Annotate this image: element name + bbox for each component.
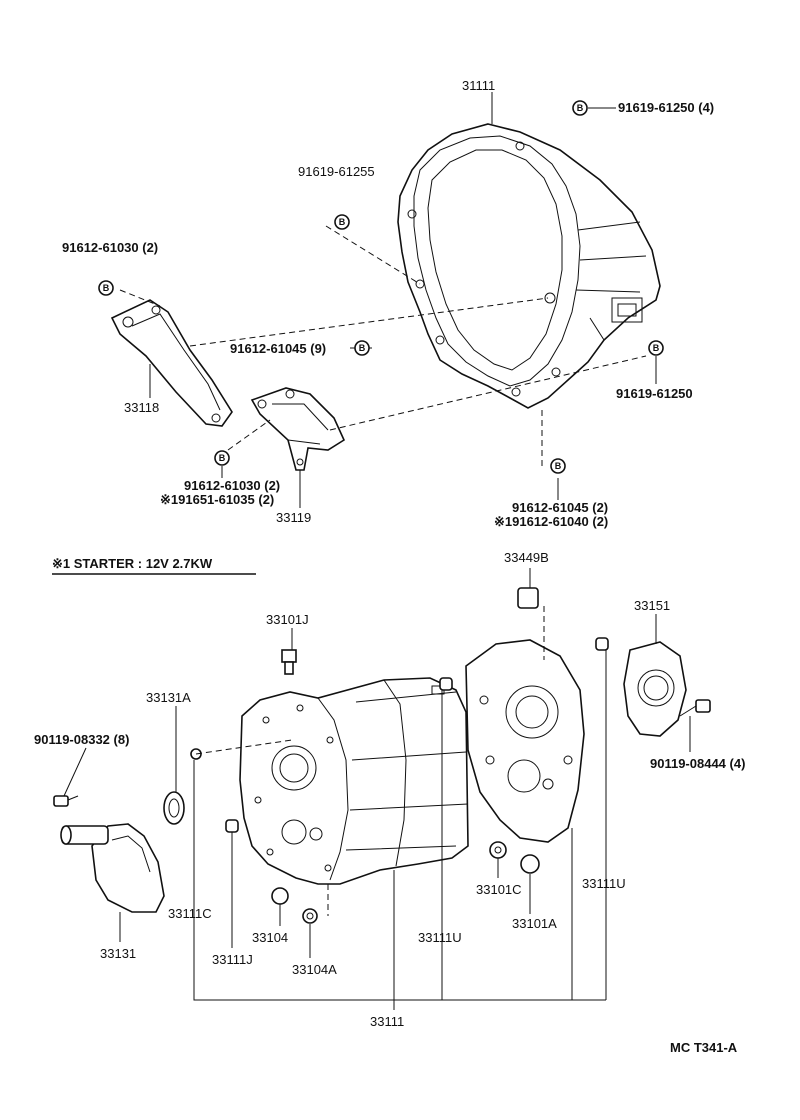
- b-circle-icon: B: [550, 458, 566, 474]
- svg-text:B: B: [219, 453, 226, 463]
- dashed-guide: [325, 225, 421, 285]
- label-33101j: 33101J: [266, 612, 309, 627]
- label-33119: 33119: [276, 510, 311, 525]
- label-31111: 31111: [462, 78, 495, 93]
- dashed-guide: [195, 739, 293, 755]
- bracket-33118: [110, 299, 233, 427]
- bolt-90119-08332: [53, 795, 79, 807]
- b-circle-icon: B: [214, 450, 230, 466]
- bracket-33119: [250, 387, 346, 471]
- svg-text:B: B: [339, 217, 346, 227]
- dashed-guide: [119, 289, 161, 307]
- label-bolt-right: 91619-61250: [616, 386, 693, 401]
- plug-33101j: [281, 649, 297, 675]
- b-circle-icon: B: [98, 280, 114, 296]
- label-bolt-bottom-1: 91612-61045 (2): [512, 500, 608, 515]
- plug-33101a: [520, 854, 540, 874]
- clip-33449b: [517, 587, 539, 609]
- extension-housing-33131: [60, 823, 165, 913]
- label-90119-08332: 90119-08332 (8): [34, 732, 129, 747]
- dashed-guide: [227, 419, 271, 451]
- b-circle-icon: B: [334, 214, 350, 230]
- dashed-guide: [329, 355, 647, 431]
- label-33111c: 33111C: [168, 906, 212, 921]
- label-33104: 33104: [252, 930, 288, 945]
- oil-seal-33131a: [163, 791, 185, 825]
- label-bolt-center: 91612-61045 (9): [230, 341, 326, 356]
- plug-33104: [271, 887, 289, 905]
- starter-note: ※1 STARTER : 12V 2.7KW: [52, 556, 213, 571]
- label-90119-08444: 90119-08444 (4): [650, 756, 745, 771]
- label-33111j: 33111J: [212, 952, 253, 967]
- reference-code: MC T341-A: [670, 1040, 738, 1055]
- label-33151: 33151: [634, 598, 670, 613]
- label-bolt-bottom-2: ※191612-61040 (2): [494, 514, 608, 529]
- dashed-guide: [189, 297, 549, 347]
- svg-text:B: B: [359, 343, 366, 353]
- label-33131a: 33131A: [146, 690, 191, 705]
- leader: [193, 760, 606, 1001]
- b-circle-icon: B: [572, 100, 588, 116]
- label-33449b: 33449B: [504, 550, 549, 565]
- transmission-case-33111: [239, 677, 469, 885]
- adapter-plate: [465, 639, 585, 843]
- label-33104a: 33104A: [292, 962, 337, 977]
- label-33131: 33131: [100, 946, 136, 961]
- bolt-90119-08444: [679, 699, 711, 717]
- label-bolt-top-right: 91619-61250 (4): [618, 100, 714, 115]
- label-33111u-mid: 33111U: [418, 930, 462, 945]
- pin-33111j: [225, 819, 239, 833]
- leader: [63, 747, 87, 797]
- b-circle-icon: B: [354, 340, 370, 356]
- label-bolt-bracket-b-2: ※191651-61035 (2): [160, 492, 274, 507]
- bell-housing-31111: [397, 123, 661, 409]
- label-33118: 33118: [124, 400, 159, 415]
- label-33101c: 33101C: [476, 882, 522, 897]
- b-circle-icon: B: [648, 340, 664, 356]
- svg-text:B: B: [653, 343, 660, 353]
- label-33111-bottom: 33111: [370, 1014, 404, 1029]
- label-bolt-bracket-b-1: 91612-61030 (2): [184, 478, 280, 493]
- label-33101a: 33101A: [512, 916, 557, 931]
- label-bolt-left-bracket: 91612-61030 (2): [62, 240, 158, 255]
- label-bolt-upper-left: 91619-61255: [298, 164, 375, 179]
- washer-33101c: [489, 841, 507, 859]
- pin-33111u-mid: [439, 677, 453, 691]
- label-33111u-right: 33111U: [582, 876, 626, 891]
- washer-33104a: [302, 908, 318, 924]
- pin-33111u-top: [595, 637, 609, 651]
- svg-text:B: B: [555, 461, 562, 471]
- svg-text:B: B: [577, 103, 584, 113]
- svg-text:B: B: [103, 283, 110, 293]
- retainer-33151: [623, 641, 687, 737]
